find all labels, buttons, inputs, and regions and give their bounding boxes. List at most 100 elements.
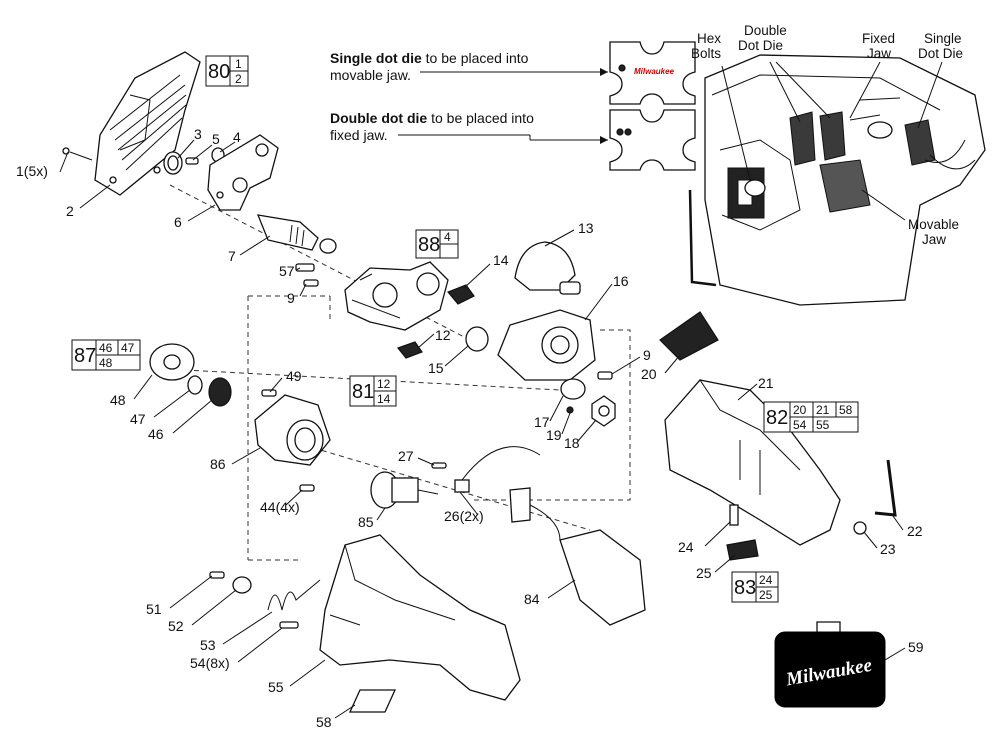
- inset-labels: Hex Bolts Double Dot Die Fixed Jaw Singl…: [691, 23, 963, 247]
- label-part-86: 86: [210, 456, 226, 472]
- label-part-1: 1(5x): [16, 163, 48, 179]
- kit-82-number: 82: [766, 407, 788, 429]
- kit-82-sub-1: 20: [793, 403, 807, 417]
- part-23-washer: [853, 521, 867, 535]
- kit-83-sub-1: 24: [759, 573, 773, 587]
- label-part-44: 44(4x): [260, 499, 300, 515]
- kit-82-sub-5: 55: [816, 418, 830, 432]
- label-part-17: 17: [534, 414, 550, 430]
- part-6-side-plate: [207, 134, 279, 211]
- part-47-ring: [187, 375, 203, 395]
- kit-87-number: 87: [74, 345, 96, 367]
- label-part-6: 6: [174, 214, 182, 230]
- part-2-jaw-cover: [94, 51, 201, 196]
- part-9-screw-b: [597, 371, 613, 380]
- part-24-spring: [729, 504, 739, 526]
- label-part-27: 27: [398, 448, 414, 464]
- single-dot-die-note: Single dot die to be placed into movable…: [330, 50, 528, 84]
- kit-88-box: 88 4: [415, 229, 459, 259]
- inset-label-single-dot-die-2: Dot Die: [918, 46, 963, 61]
- label-part-24: 24: [678, 539, 694, 555]
- part-7-spindle: [256, 214, 337, 254]
- part-51-screw: [209, 571, 225, 579]
- part-86-ring-gear: [254, 394, 331, 466]
- inset-label-double-dot-die-1: Double: [744, 23, 787, 38]
- kit-81-sub-2: 14: [377, 392, 391, 406]
- part-19-ball: [566, 406, 574, 414]
- kit-83-number: 83: [734, 577, 756, 599]
- single-dot-die-note-rest: to be placed into: [421, 50, 529, 66]
- part-13-gear-cap: [514, 241, 581, 295]
- inset-label-fixed-jaw-1: Fixed: [862, 31, 895, 46]
- part-54-screw: [279, 621, 299, 629]
- kit-83-box: 83 24 25: [731, 571, 779, 603]
- label-part-55: 55: [268, 679, 284, 695]
- kit-80-sub-1: 1: [235, 57, 242, 71]
- kit-82-sub-4: 54: [793, 418, 807, 432]
- inset-label-movable-jaw-2: Jaw: [922, 232, 946, 247]
- label-part-19: 19: [546, 427, 562, 443]
- label-part-52: 52: [168, 618, 184, 634]
- part-15-ring: [465, 326, 489, 352]
- label-part-58: 58: [316, 714, 332, 730]
- kit-82-box: 82 20 21 58 54 55: [763, 401, 859, 433]
- kit-87-sub-3: 48: [99, 356, 113, 370]
- jaw-assembly: [344, 261, 449, 331]
- part-46-gear: [208, 377, 232, 407]
- part-57-pin: [295, 263, 315, 272]
- inset-leader-lines: [721, 61, 943, 221]
- single-dot-die-illustration: Milwaukee: [609, 41, 696, 105]
- label-part-4: 4: [233, 129, 241, 145]
- label-part-23: 23: [880, 541, 896, 557]
- kit-81-box: 81 12 14: [349, 375, 397, 407]
- kit-80-sub-2: 2: [235, 72, 242, 86]
- part-9-screw-a: [303, 279, 319, 287]
- label-part-25: 25: [696, 565, 712, 581]
- label-part-9a: 9: [287, 290, 295, 306]
- part-52-washer: [232, 576, 252, 594]
- part-84-switch: [509, 487, 646, 626]
- double-dot-die-illustration: [609, 109, 696, 171]
- leader-lines: [59, 139, 906, 719]
- part-12-die: [397, 341, 423, 359]
- kit-87-sub-2: 47: [121, 341, 135, 355]
- part-85-motor: [370, 471, 439, 509]
- label-part-21: 21: [758, 375, 774, 391]
- part-26-brush: [454, 446, 541, 493]
- inset-label-single-dot-die-1: Single: [924, 31, 962, 46]
- part-44-screw: [299, 484, 315, 492]
- inset-label-hex-bolts-1: Hex: [697, 31, 721, 46]
- part-53-spring: [267, 579, 321, 611]
- label-part-53: 53: [200, 637, 216, 653]
- part-18-nut: [591, 395, 616, 427]
- kit-80-number: 80: [208, 61, 230, 83]
- kit-81-number: 81: [352, 381, 374, 403]
- label-part-48: 48: [110, 392, 126, 408]
- label-part-54: 54(8x): [190, 655, 230, 671]
- part-58-label: [348, 689, 397, 713]
- part-27-screw: [431, 462, 447, 469]
- double-dot-die-note-bold: Double dot die: [330, 110, 428, 126]
- label-part-49: 49: [286, 368, 302, 384]
- label-part-18: 18: [564, 435, 580, 451]
- label-part-5: 5: [212, 131, 220, 147]
- inset-label-fixed-jaw-2: Jaw: [867, 46, 891, 61]
- inset-label-double-dot-die-2: Dot Die: [738, 38, 783, 53]
- part-48-clutch: [149, 343, 195, 381]
- kit-82-sub-2: 21: [816, 403, 830, 417]
- kit-82-sub-3: 58: [839, 403, 853, 417]
- part-number-labels: 1(5x) 2 3 4 5 6 7 57 9 13 14 16 12 15 9 …: [16, 126, 924, 730]
- label-part-22: 22: [907, 523, 923, 539]
- label-part-59: 59: [908, 639, 924, 655]
- label-part-47: 47: [130, 411, 146, 427]
- single-dot-die-note-line2: movable jaw.: [330, 67, 411, 83]
- part-59-carrying-case: [774, 621, 886, 708]
- label-part-3: 3: [194, 126, 202, 142]
- label-part-7: 7: [228, 248, 236, 264]
- inset-label-movable-jaw-1: Movable: [908, 217, 959, 232]
- label-part-51: 51: [146, 601, 162, 617]
- label-part-14: 14: [493, 252, 509, 268]
- part-21-motor-housing: [664, 379, 841, 546]
- double-dot-die-note: Double dot die to be placed into fixed j…: [330, 110, 534, 144]
